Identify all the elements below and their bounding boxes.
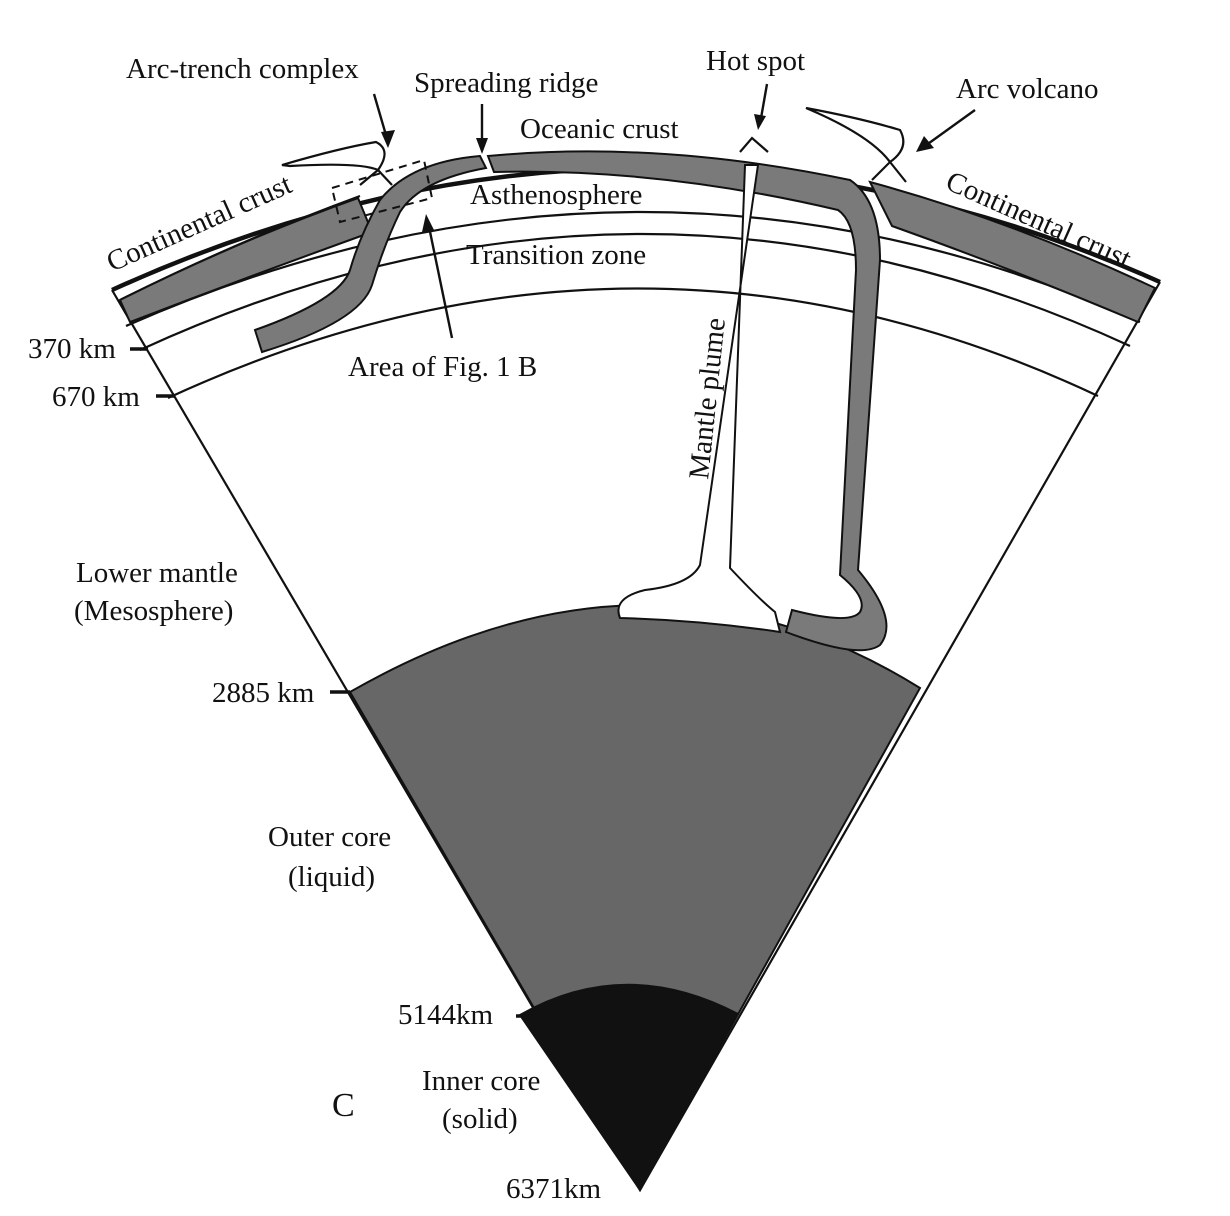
subducting-slab-right bbox=[486, 150, 888, 652]
spreading-ridge-arrow bbox=[476, 104, 488, 154]
boundary-370km bbox=[139, 232, 1131, 351]
depth-label-2885km: 2885 km bbox=[212, 677, 315, 709]
label-oceanic-crust: Oceanic crust bbox=[520, 113, 679, 145]
asthenosphere-boundary bbox=[125, 210, 1141, 328]
left-arc-volcano-plume bbox=[281, 140, 386, 172]
inner-core-region bbox=[518, 983, 740, 1192]
label-asthenosphere: Asthenosphere bbox=[470, 179, 642, 211]
arc-trench-arrow bbox=[372, 93, 395, 148]
right-arc-volcano-cone bbox=[871, 160, 907, 183]
label-arc-volcano: Arc volcano bbox=[956, 73, 1099, 105]
label-hot-spot: Hot spot bbox=[706, 45, 805, 77]
label-mesosphere: (Mesosphere) bbox=[74, 595, 233, 627]
panel-letter: C bbox=[332, 1087, 355, 1124]
right-arc-volcano-plume bbox=[805, 106, 905, 164]
depth-label-370km: 370 km bbox=[28, 333, 116, 365]
label-outer-core-liquid: (liquid) bbox=[288, 861, 375, 893]
label-spreading-ridge: Spreading ridge bbox=[414, 67, 598, 99]
arc-volcano-arrow bbox=[916, 109, 976, 152]
fig-1b-arrow bbox=[422, 214, 454, 339]
depth-label-6371km: 6371km bbox=[506, 1173, 602, 1205]
hot-spot-arrow bbox=[754, 83, 769, 130]
label-area-fig-1b: Area of Fig. 1 B bbox=[348, 351, 537, 383]
label-inner-core: Inner core bbox=[422, 1065, 540, 1097]
continental-crust-band-right bbox=[868, 180, 1157, 324]
depth-label-670km: 670 km bbox=[52, 381, 140, 413]
mantle-plume bbox=[617, 164, 782, 634]
depth-label-5144km: 5144km bbox=[398, 999, 494, 1031]
label-inner-core-solid: (solid) bbox=[442, 1103, 518, 1135]
fig-1b-area-box bbox=[330, 158, 434, 224]
label-outer-core: Outer core bbox=[268, 821, 391, 853]
left-arc-volcano-cone bbox=[359, 168, 393, 186]
label-arc-trench-complex: Arc-trench complex bbox=[126, 53, 359, 85]
boundary-670km bbox=[167, 287, 1099, 399]
hot-spot-cone bbox=[739, 136, 769, 153]
label-transition-zone: Transition zone bbox=[466, 239, 646, 271]
label-lower-mantle: Lower mantle bbox=[76, 557, 238, 589]
subducting-slab-left bbox=[253, 154, 488, 354]
